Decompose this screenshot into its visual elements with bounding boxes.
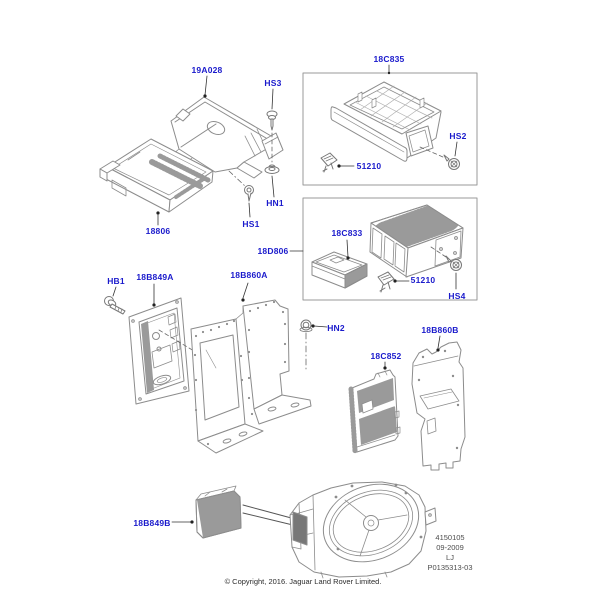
subwoofer-enclosure-drawing (289, 481, 437, 579)
hs2-guide-line (419, 146, 444, 158)
part-label-18d806[interactable]: 18D806 (257, 246, 289, 256)
part-label-18c852[interactable]: 18C852 (370, 351, 402, 361)
amp-to-speaker-lines (242, 504, 298, 527)
screw-hs3-icon (266, 110, 278, 131)
clip-51210-cabin-icon (320, 152, 338, 173)
part-label-18b849b[interactable]: 18B849B (133, 518, 171, 528)
part-label-hs3[interactable]: HS3 (264, 78, 282, 88)
tray-18c835-drawing (330, 81, 442, 162)
copyright-notice: © Copyright, 2016. Jaguar Land Rover Lim… (224, 577, 382, 586)
amp-guide-line (158, 329, 195, 352)
clip-51210-cd-icon (377, 271, 395, 293)
bolt-hb1-icon (104, 296, 126, 315)
screw-hs2-icon (443, 154, 460, 170)
part-label-18806[interactable]: 18806 (145, 226, 171, 236)
part-label-51210-cabin[interactable]: 51210 (356, 161, 382, 171)
part-label-18c835[interactable]: 18C835 (373, 54, 405, 64)
module-18c852-drawing (348, 369, 401, 454)
leader-lines (112, 64, 458, 523)
leader-dots (152, 71, 440, 524)
part-label-51210-cd[interactable]: 51210 (410, 275, 436, 285)
module-18806-drawing (99, 138, 214, 213)
drawing-number: 4150105 (435, 533, 465, 542)
part-label-18c833[interactable]: 18C833 (331, 228, 363, 238)
drawing-date: 09-2009 (436, 543, 464, 552)
amplifier-18b849a-drawing (128, 297, 190, 405)
bracket-19a028-drawing (170, 96, 284, 179)
bracket-18b860b-drawing (411, 341, 466, 471)
part-label-hs4[interactable]: HS4 (448, 291, 466, 301)
cd-changer-drawing (369, 204, 464, 278)
assembly-guide-lines (228, 132, 273, 187)
cd-magazine-18c833-drawing (311, 251, 368, 289)
amplifier-18b849b-drawing (195, 485, 242, 539)
screw-hs4-icon (445, 255, 462, 271)
screw-hs1-icon (244, 185, 254, 202)
part-label-hs2[interactable]: HS2 (449, 131, 467, 141)
part-label-hn2[interactable]: HN2 (327, 323, 345, 333)
nut-hn1-icon (264, 164, 280, 174)
part-label-19a028[interactable]: 19A028 (191, 65, 223, 75)
nut-hn2-icon (299, 319, 313, 333)
part-label-18b860b[interactable]: 18B860B (421, 325, 459, 335)
bracket-18b860a-drawing (190, 299, 312, 454)
part-label-18b849a[interactable]: 18B849A (136, 272, 174, 282)
part-label-18b860a[interactable]: 18B860A (230, 270, 268, 280)
drawing-code: LJ (446, 553, 454, 562)
drawing-sheet-number: P0135313-03 (427, 563, 473, 572)
hs4-guide-line (430, 246, 447, 258)
part-label-hs1[interactable]: HS1 (242, 219, 260, 229)
part-label-hb1[interactable]: HB1 (107, 276, 125, 286)
part-label-hn1[interactable]: HN1 (266, 198, 284, 208)
